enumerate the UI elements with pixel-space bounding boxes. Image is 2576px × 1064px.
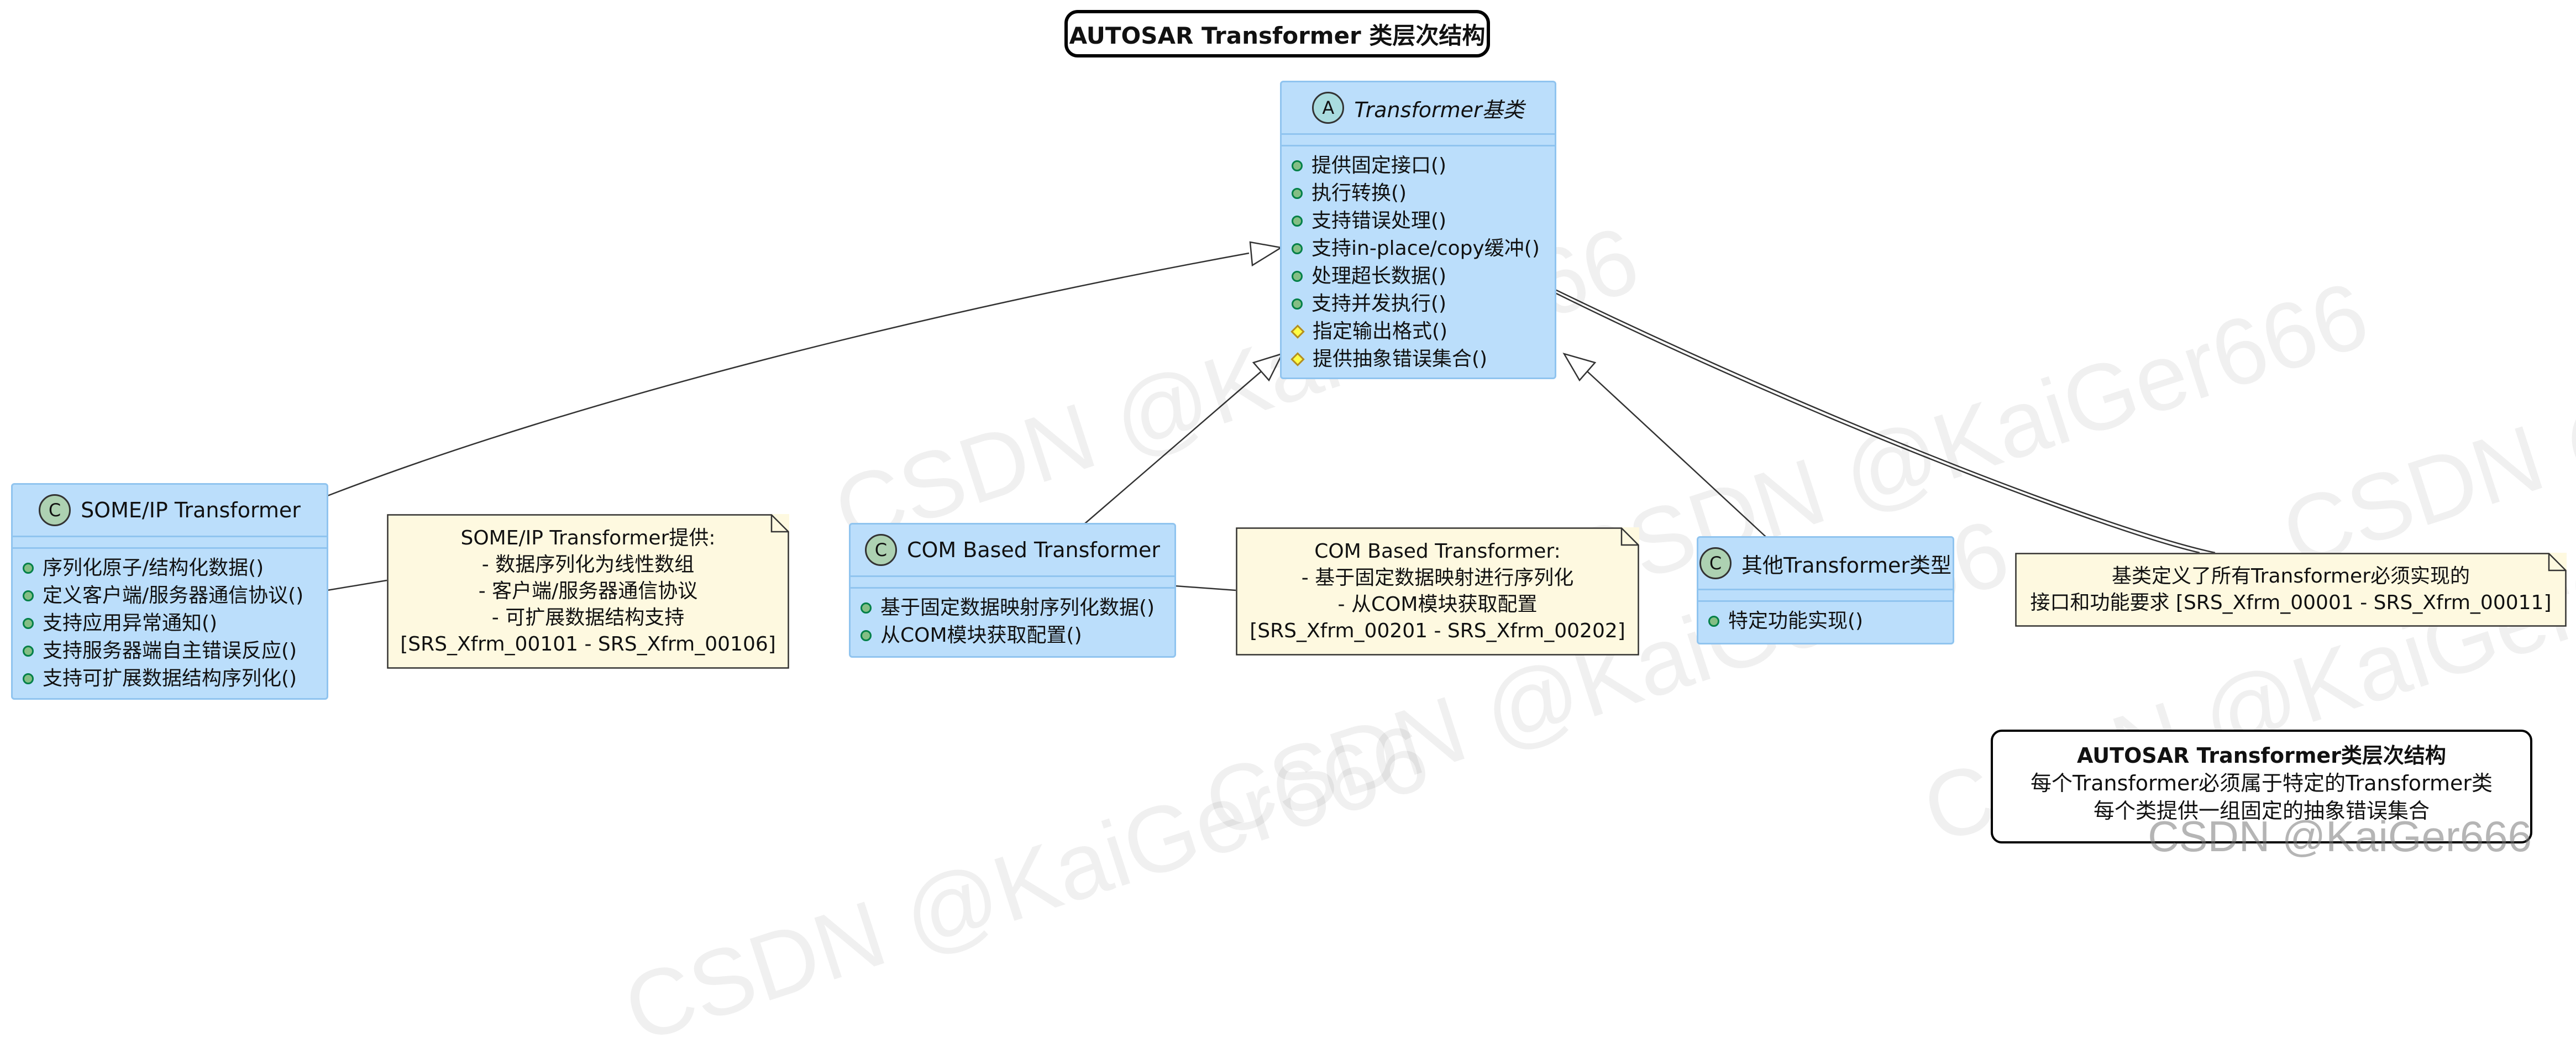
note-link-base	[1555, 289, 2216, 554]
note-line: - 基于固定数据映射进行序列化	[1301, 567, 1574, 589]
note-line: [SRS_Xfrm_00101 - SRS_Xfrm_00106]	[400, 633, 776, 656]
note-line: - 可扩展数据结构支持	[491, 606, 685, 629]
note-line: COM Based Transformer:	[1314, 540, 1561, 563]
relationship-lines	[326, 241, 2216, 591]
member-item: 特定功能实现()	[1708, 607, 1943, 635]
member-list: 特定功能实现()	[1698, 602, 1953, 641]
note-shape	[1236, 527, 1639, 656]
divider	[851, 587, 1174, 589]
member-item: 支持服务器端自主错误反应()	[23, 637, 317, 665]
public-method-icon	[861, 602, 872, 614]
legend-box: AUTOSAR Transformer类层次结构 每个Transformer必须…	[1991, 730, 2532, 843]
public-method-icon	[1292, 216, 1303, 227]
protected-method-icon	[1290, 324, 1305, 339]
class-header: C 其他Transformer类型	[1698, 538, 1953, 589]
class-icon: C	[39, 494, 71, 526]
member-item: 从COM模块获取配置()	[861, 622, 1164, 649]
public-method-icon	[1292, 188, 1303, 199]
note-com: COM Based Transformer: - 基于固定数据映射进行序列化 -…	[1236, 527, 1639, 656]
note-link-base-2	[1555, 292, 2200, 554]
member-item: 处理超长数据()	[1292, 263, 1545, 290]
protected-method-icon	[1290, 352, 1305, 366]
member-list: 基于固定数据映射序列化数据() 从COM模块获取配置()	[851, 589, 1174, 655]
class-header: C SOME/IP Transformer	[13, 485, 327, 536]
member-item: 支持并发执行()	[1292, 290, 1545, 318]
divider	[851, 575, 1174, 577]
member-item: 提供抽象错误集合()	[1290, 345, 1545, 373]
class-header: A Transformer基类	[1282, 82, 1555, 133]
inherit-line-com	[1084, 371, 1262, 525]
class-other-transformer[interactable]: C 其他Transformer类型 特定功能实现()	[1697, 536, 1954, 644]
note-line: [SRS_Xfrm_00201 - SRS_Xfrm_00202]	[1250, 620, 1625, 642]
member-item: 提供固定接口()	[1292, 152, 1545, 180]
class-com-based-transformer[interactable]: C COM Based Transformer 基于固定数据映射序列化数据() …	[849, 523, 1176, 658]
inherit-arrow-com	[1252, 352, 1284, 382]
diagram-title: AUTOSAR Transformer 类层次结构	[1064, 10, 1490, 57]
watermark-corner: CSDN @KaiGer666	[2148, 812, 2532, 861]
member-item: 序列化原子/结构化数据()	[23, 554, 317, 582]
inherit-line-someip	[326, 252, 1250, 497]
member-list: 提供固定接口() 执行转换() 支持错误处理() 支持in-place/copy…	[1282, 146, 1555, 379]
member-item: 支持in-place/copy缓冲()	[1292, 235, 1545, 263]
public-method-icon	[23, 673, 34, 684]
divider	[1698, 589, 1953, 590]
public-method-icon	[1292, 271, 1303, 282]
public-method-icon	[23, 563, 34, 574]
divider	[1698, 600, 1953, 602]
member-item: 支持应用异常通知()	[23, 610, 317, 637]
class-icon: C	[864, 534, 897, 566]
note-base: 基类定义了所有Transformer必须实现的 接口和功能要求 [SRS_Xfr…	[2015, 553, 2567, 627]
class-icon: C	[1699, 547, 1732, 579]
member-item: 支持错误处理()	[1292, 207, 1545, 235]
public-method-icon	[23, 646, 34, 657]
public-method-icon	[861, 630, 872, 641]
note-shape	[387, 514, 789, 669]
note-line: - 客户端/服务器通信协议	[478, 580, 698, 602]
member-item: 支持可扩展数据结构序列化()	[23, 665, 317, 693]
note-link-com	[1174, 585, 1236, 591]
note-link-someip	[327, 579, 387, 591]
member-item: 基于固定数据映射序列化数据()	[861, 594, 1164, 622]
note-line: 接口和功能要求 [SRS_Xfrm_00001 - SRS_Xfrm_00011…	[2030, 591, 2552, 614]
note-line: - 数据序列化为线性数组	[481, 553, 695, 576]
class-name: COM Based Transformer	[906, 538, 1161, 562]
class-someip-transformer[interactable]: C SOME/IP Transformer 序列化原子/结构化数据() 定义客户…	[11, 483, 328, 700]
divider	[1282, 133, 1555, 135]
class-name: SOME/IP Transformer	[81, 498, 301, 522]
note-line: 基类定义了所有Transformer必须实现的	[2111, 565, 2470, 588]
class-name: Transformer基类	[1354, 97, 1524, 122]
legend-line: 每个类提供一组固定的抽象错误集合	[2093, 799, 2430, 823]
member-item: 执行转换()	[1292, 180, 1545, 207]
class-name: 其他Transformer类型	[1741, 553, 1952, 578]
class-transformer-base[interactable]: A Transformer基类 提供固定接口() 执行转换() 支持错误处理()…	[1280, 81, 1556, 379]
inherit-arrow-someip	[1249, 241, 1283, 267]
note-shape	[2015, 553, 2567, 627]
public-method-icon	[1292, 243, 1303, 254]
public-method-icon	[23, 590, 34, 601]
abstract-class-icon: A	[1312, 92, 1345, 124]
class-header: C COM Based Transformer	[851, 525, 1174, 575]
inherit-arrow-other	[1562, 352, 1597, 382]
public-method-icon	[23, 618, 34, 629]
note-someip: SOME/IP Transformer提供: - 数据序列化为线性数组 - 客户…	[387, 514, 789, 669]
divider	[13, 547, 327, 549]
member-item: 指定输出格式()	[1290, 318, 1545, 345]
divider	[13, 536, 327, 537]
note-line: SOME/IP Transformer提供:	[460, 527, 716, 549]
public-method-icon	[1292, 160, 1303, 171]
divider	[1282, 145, 1555, 146]
inherit-line-other	[1587, 371, 1767, 538]
note-line: - 从COM模块获取配置	[1337, 593, 1538, 616]
public-method-icon	[1708, 616, 1719, 627]
legend-line: 每个Transformer必须属于特定的Transformer类	[2030, 771, 2493, 795]
public-method-icon	[1292, 298, 1303, 310]
legend-title: AUTOSAR Transformer类层次结构	[2077, 743, 2446, 768]
member-list: 序列化原子/结构化数据() 定义客户端/服务器通信协议() 支持应用异常通知()…	[13, 549, 327, 698]
member-item: 定义客户端/服务器通信协议()	[23, 582, 317, 610]
